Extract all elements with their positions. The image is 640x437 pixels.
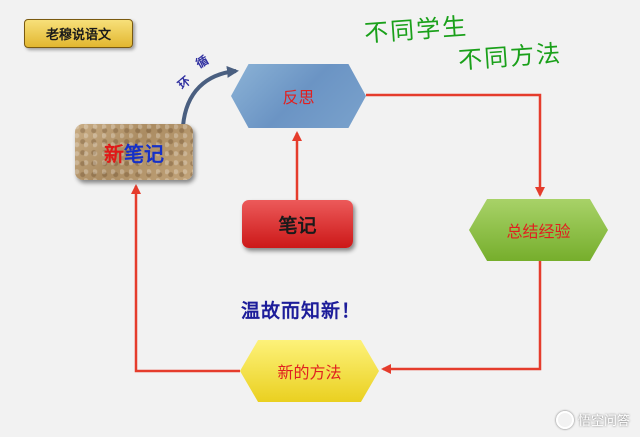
node-biji-label: 笔记 bbox=[278, 214, 317, 237]
motto-text: 温故而知新！ bbox=[241, 300, 362, 322]
arrow-cycle bbox=[181, 65, 239, 127]
handwriting-line-1: 不同学生 bbox=[363, 12, 470, 48]
handwriting-line-2: 不同方法 bbox=[457, 39, 564, 75]
brand-badge: 老穆说语文 bbox=[24, 19, 133, 48]
node-jingyan-label: 总结经验 bbox=[506, 222, 571, 241]
arrow-fangfa-to-xinbiji bbox=[131, 184, 240, 373]
node-fansi-label: 反思 bbox=[282, 88, 315, 107]
brand-badge-text: 老穆说语文 bbox=[45, 28, 111, 43]
node-jingyan: 总结经验 bbox=[469, 199, 608, 261]
node-fangfa: 新的方法 bbox=[240, 340, 379, 402]
node-xinbiji: 新笔记 bbox=[75, 124, 193, 180]
node-fangfa-label: 新的方法 bbox=[277, 363, 342, 382]
watermark-text: 悟空问答 bbox=[577, 414, 630, 429]
watermark: 悟空问答 bbox=[555, 410, 630, 429]
node-biji: 笔记 bbox=[242, 200, 353, 248]
chat-bubble-icon bbox=[555, 410, 574, 429]
node-xinbiji-new-label: 新 bbox=[104, 141, 124, 166]
node-xinbiji-note-label: 笔记 bbox=[124, 141, 164, 166]
node-fansi: 反思 bbox=[231, 64, 366, 128]
arrow-fansi-to-jingyan bbox=[366, 93, 545, 197]
arrow-jingyan-to-fangfa bbox=[381, 261, 542, 374]
